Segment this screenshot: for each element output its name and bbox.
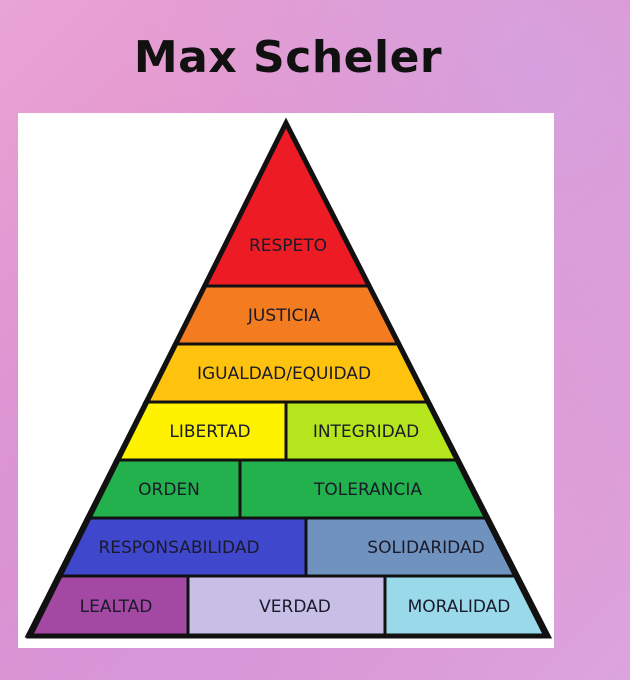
pyramid-cell-respeto xyxy=(201,119,371,288)
values-pyramid: RESPETO JUSTICIA IGUALDAD/EQUIDAD LIBERTAD I… xyxy=(24,117,553,639)
pyramid-label-moralidad: MORALIDAD xyxy=(408,597,511,617)
pyramid-label-integridad: INTEGRIDAD xyxy=(313,422,419,442)
pyramid-label-lealtad: LEALTAD xyxy=(80,597,153,617)
pyramid-label-orden: ORDEN xyxy=(138,480,200,500)
pyramid-label-tolerancia: TOLERANCIA xyxy=(313,480,422,500)
page-title: Max Scheler xyxy=(133,32,443,83)
pyramid-label-igualdad-equidad: IGUALDAD/EQUIDAD xyxy=(197,364,371,384)
pyramid-label-verdad: VERDAD xyxy=(259,597,331,617)
pyramid-label-solidaridad: SOLIDARIDAD xyxy=(367,538,484,558)
pyramid-label-responsabilidad: RESPONSABILIDAD xyxy=(98,538,259,558)
pyramid-label-libertad: LIBERTAD xyxy=(169,422,250,442)
pyramid-label-respeto: RESPETO xyxy=(249,236,327,256)
pyramid-label-justicia: JUSTICIA xyxy=(247,306,321,326)
pyramid-outline xyxy=(25,117,553,639)
